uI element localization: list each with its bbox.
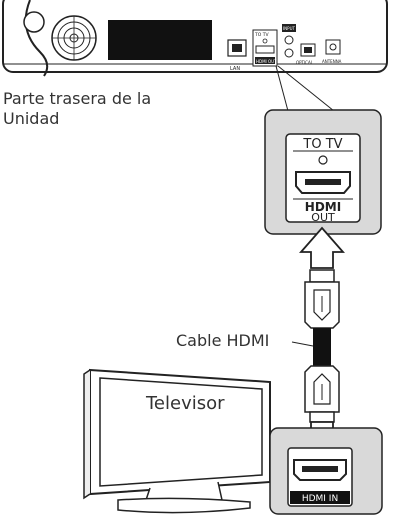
- svg-text:HDMI OUT: HDMI OUT: [256, 59, 277, 64]
- tv-hdmi-in-callout: HDMI IN: [269, 427, 383, 515]
- svg-text:OPTICAL: OPTICAL: [296, 60, 314, 65]
- callout-hdmi-label: HDMI: [305, 200, 341, 214]
- unit-caption-line2: Unidad: [3, 109, 60, 128]
- hdmi-in-label: HDMI IN: [302, 494, 338, 504]
- arrow-up-icon: [299, 226, 345, 269]
- zoom-line-left: [275, 65, 289, 112]
- unit-rear-caption: Parte trasera de la Unidad: [3, 89, 203, 129]
- callout-out-label: OUT: [311, 211, 335, 224]
- callout-to-tv-label: TO TV: [302, 137, 342, 152]
- fan-icon: [51, 15, 97, 61]
- zoom-line-right: [277, 65, 335, 112]
- svg-text:ANTENNA: ANTENNA: [322, 59, 342, 64]
- television: [83, 368, 271, 514]
- cable-label: Cable HDMI: [176, 331, 270, 350]
- unit-hdmi-out-callout: TO TV HDMI OUT: [264, 109, 382, 235]
- hdmi-cable: [304, 269, 340, 423]
- lan-label: LAN: [230, 66, 240, 72]
- small-hdmi-out-port-icon: [255, 45, 275, 54]
- unit-caption-line1: Parte trasera de la: [3, 89, 152, 108]
- svg-text:INPUT: INPUT: [283, 26, 296, 31]
- unit-rear-panel: LAN TO TV HDMI OUT INPUT OPTICAL ANTENNA: [2, 0, 388, 77]
- svg-text:TO TV: TO TV: [254, 32, 269, 38]
- antenna-port-icon: [325, 39, 341, 55]
- tv-label: Televisor: [146, 393, 225, 414]
- cable-leader-line: [291, 341, 314, 347]
